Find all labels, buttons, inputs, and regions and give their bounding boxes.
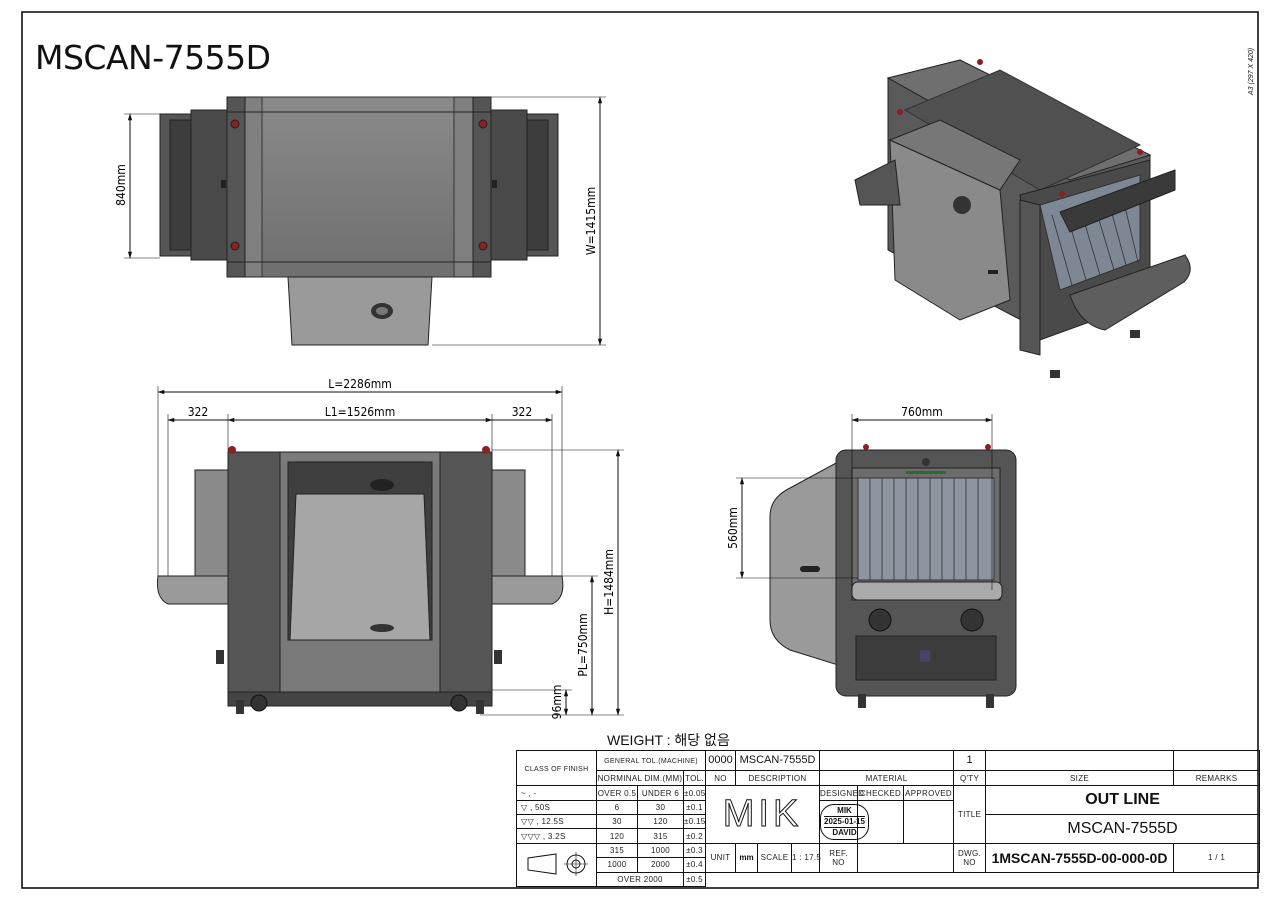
projection-symbol [516,842,597,888]
dim-width: W=1415mm [584,187,598,255]
dim-pass-level: PL=750mm [576,613,590,676]
ref-label: REF.NO [819,842,859,873]
tol-cell: 30 [637,799,684,816]
third-angle-projection-icon [527,851,588,876]
tol-cell: 1000 [596,857,638,873]
tol-cell: ±0.5 [683,871,706,888]
unit-label: UNIT [705,842,736,873]
sheet-size-note: A3 (297 X 420) [1248,47,1255,95]
finish-row: ▽▽ , 12.5S [516,814,597,830]
checked-label: CHECKED [857,785,905,801]
finish-row: ~ , - [516,785,597,801]
size-header: SIZE [985,769,1175,787]
tol-cell: 120 [637,814,684,830]
material-value [819,750,955,771]
designer-stamp: MIK 2025-01-15 DAVID [819,799,869,844]
dim-inner-length: L1=1526mm [325,405,395,419]
tol-cell: 6 [596,799,638,816]
dim-side-left: 322 [188,405,209,419]
tol-cell: ±0.2 [683,828,706,844]
front-view: L=2286mm L1=1526mm 322 322 H=1484mm PL=7… [157,377,624,719]
drawing-title: MSCAN-7555D [35,38,271,77]
tol-cell: 30 [596,814,638,830]
tol-cell: OVER 2000 [596,871,684,888]
tol-cell: ±0.1 [683,799,706,816]
approved-label: APPROVED [903,785,955,801]
title-sub: MSCAN-7555D [985,814,1261,844]
company-logo: MIK [704,785,821,844]
dim-side-right: 322 [512,405,533,419]
tol-cell: ±0.4 [683,857,706,873]
quantity-value: 1 [953,750,987,771]
sheet-border [21,11,1259,889]
tol-cell: 315 [596,842,638,859]
dim-height: H=1484mm [602,549,616,615]
title-main: OUT LINE [985,785,1261,816]
material-header: MATERIAL [819,769,955,787]
scale-label: SCALE [757,842,792,873]
title-label: TITLE [953,785,987,844]
isometric-view [854,59,1191,378]
no-header: NO [705,769,736,787]
tolerance-header: GENERAL TOL.(MACHINE) [596,750,706,771]
designed-label: DESIGNED [819,785,864,801]
dim-depth: 840mm [114,164,128,206]
tol-cell: 315 [637,828,684,844]
dim-ground: 96mm [550,685,564,720]
tol-tol-header: TOL. [683,769,706,787]
qty-header: Q'TY [953,769,987,787]
dim-length: L=2286mm [328,377,392,391]
part-description: MSCAN-7555D [734,750,821,771]
part-number: 0000 [705,750,736,771]
weight-label: WEIGHT : 해당 없음 [607,732,730,748]
tol-nominal-header: NORMINAL DIM.(MM) [596,769,684,787]
dim-tunnel-width: 760mm [901,405,943,419]
remarks-header: REMARKS [1173,769,1261,787]
drawing-number: 1MSCAN-7555D-00-000-0D [985,842,1175,873]
finish-row: ▽▽▽ , 3.2S [516,828,597,844]
spacer-cell [706,872,1260,886]
finish-row: ▽ , 50S [516,799,597,816]
dwg-label: DWG.NO [953,842,987,873]
tol-cell: UNDER 6 [637,785,684,801]
tol-cell: OVER 0.5 [596,785,638,801]
scale-value: 1 : 17.5 [790,842,821,873]
dim-tunnel-height: 560mm [726,507,740,549]
tol-cell: ±0.3 [683,842,706,859]
sheet-count: 1 / 1 [1173,842,1261,873]
class-of-finish-header: CLASS OF FINISH [516,749,597,787]
unit-value: mm [735,842,758,873]
approved-value [903,799,955,844]
tol-cell: 1000 [637,842,684,859]
size-value [985,750,1175,771]
tol-cell: 2000 [637,857,684,873]
ref-value [857,842,955,873]
end-view: 760mm 560mm [726,405,1017,708]
remarks-value [1173,750,1261,771]
description-header: DESCRIPTION [734,769,821,787]
tol-cell: 120 [596,828,638,844]
tol-cell: ±0.15 [683,814,706,830]
title-block: CLASS OF FINISH GENERAL TOL.(MACHINE) 00… [516,749,1261,888]
top-view: 840mm W=1415mm [114,96,606,346]
tol-cell: ±0.05 [683,785,706,801]
